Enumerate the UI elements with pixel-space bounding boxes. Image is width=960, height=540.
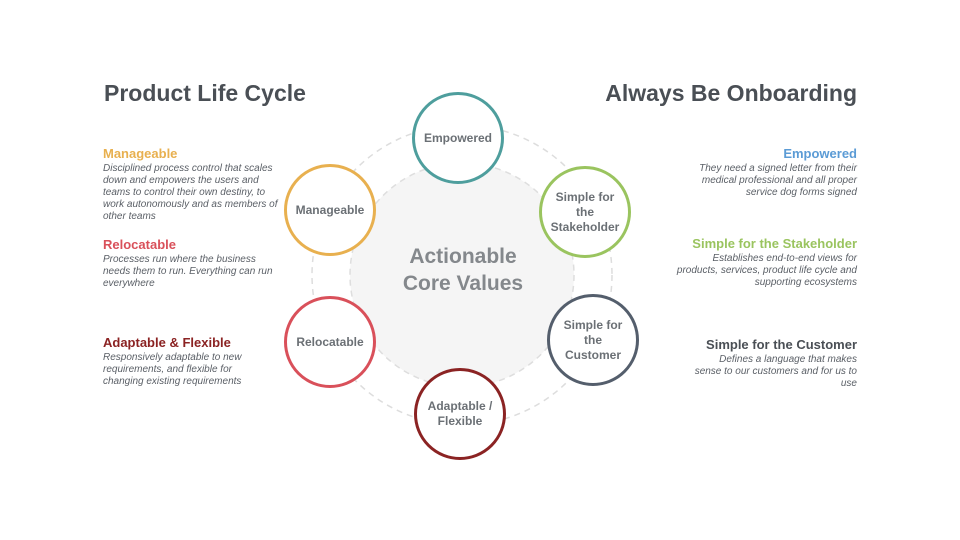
left-item-title: Relocatable [103,237,176,252]
right-item-title: Empowered [783,146,857,161]
left-item-description: Disciplined process control that scales … [103,163,278,222]
right-item-description: Establishes end-to-end views for product… [676,253,857,288]
node-relocatable-label: Relocatable [296,334,364,349]
node-simple-for-the-stakeholder: Simple for the Stakeholder [539,166,631,258]
always-be-onboarding-heading: Always Be Onboarding [605,80,857,106]
node-relocatable: Relocatable [284,296,376,388]
node-simple-for-the-customer: Simple for the Customer [547,294,639,386]
right-item-empowered: Empowered They need a signed letter from… [687,146,857,199]
center-label-line1: Actionable [409,245,517,268]
left-item-adaptable-flexible: Adaptable & Flexible Responsively adapta… [103,335,243,388]
right-item-title: Simple for the Stakeholder [692,236,857,251]
left-item-description: Processes run where the business needs t… [103,254,273,289]
center-label: Actionable Core Values [383,243,543,297]
right-item-simple-for-the-customer: Simple for the Customer Defines a langua… [692,337,857,390]
node-adaptable-flexible: Adaptable / Flexible [414,368,506,460]
node-adaptable-flexible-label: Adaptable / Flexible [427,399,493,428]
left-item-title: Manageable [103,146,178,161]
center-disc [349,162,575,388]
node-manageable: Manageable [284,164,376,256]
right-item-description: They need a signed letter from their med… [699,163,857,198]
right-item-description: Defines a language that makes sense to o… [694,354,857,389]
left-item-description: Responsively adaptable to new requiremen… [103,352,242,387]
left-item-title: Adaptable & Flexible [103,335,231,350]
node-empowered: Empowered [412,92,504,184]
right-item-title: Simple for the Customer [706,337,857,352]
left-item-relocatable: Relocatable Processes run where the busi… [103,237,283,290]
center-label-line2: Core Values [402,272,524,295]
left-item-manageable: Manageable Disciplined process control t… [103,146,283,223]
node-empowered-label: Empowered [423,130,492,145]
product-life-cycle-heading: Product Life Cycle [104,80,306,106]
node-simple-for-the-stakeholder-label: Simple for the Stakeholder [550,189,620,234]
node-simple-for-the-customer-label: Simple for the Customer [563,317,623,362]
node-manageable-label: Manageable [295,202,365,217]
right-item-simple-for-the-stakeholder: Simple for the Stakeholder Establishes e… [672,236,857,289]
